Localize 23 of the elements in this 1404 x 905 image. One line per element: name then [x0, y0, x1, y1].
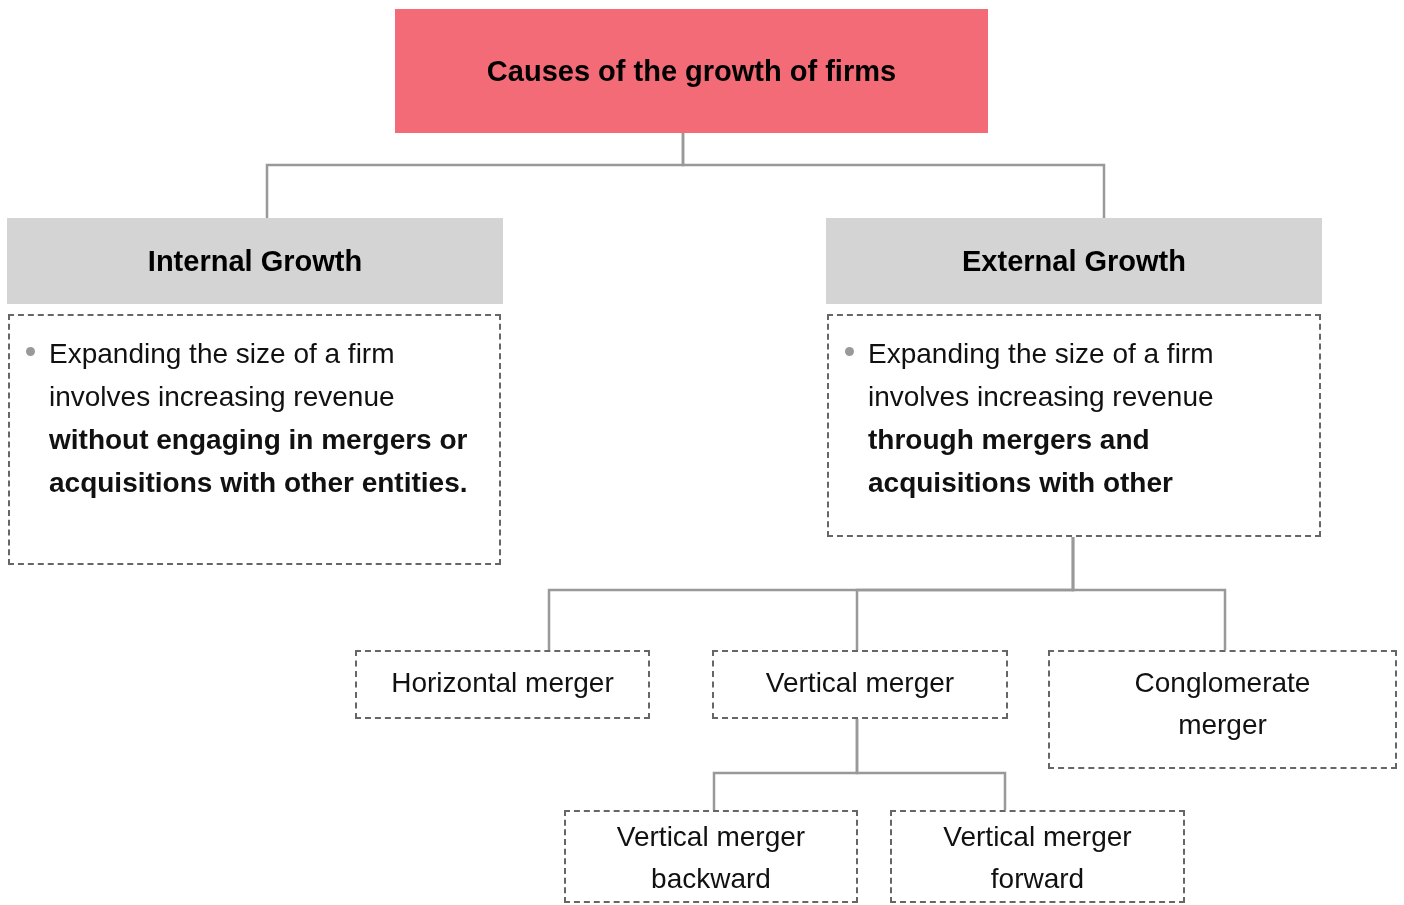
- connector-line: [855, 719, 1007, 810]
- merger-type-box: [890, 810, 1185, 903]
- node-label: Conglomerate merger: [1133, 666, 1312, 742]
- node-label: Horizontal merger: [391, 666, 614, 700]
- connector-line: [1071, 537, 1227, 650]
- bullet-text: Expanding the size of a firm involves increasing revenue through mergers and acquisitions with other: [868, 337, 1215, 500]
- description-box: [827, 314, 1321, 537]
- merger-type-box: [564, 810, 858, 903]
- connector-line: [681, 133, 1106, 218]
- node-label: Internal Growth: [147, 244, 363, 278]
- node-label: Vertical merger backward: [615, 820, 807, 896]
- node-label: Vertical merger forward: [942, 820, 1133, 896]
- node-label: Causes of the growth of firms: [486, 54, 897, 88]
- node-label: External Growth: [962, 244, 1186, 278]
- merger-type-box: [355, 650, 650, 719]
- heading-box: [7, 218, 503, 304]
- bullet-text: Expanding the size of a firm involves increasing revenue without engaging in mergers or acquisitions with other entities.: [49, 337, 469, 500]
- merger-type-box: [712, 650, 1008, 719]
- heading-box: [826, 218, 1322, 304]
- description-box: [8, 314, 501, 565]
- merger-type-box: [1048, 650, 1397, 769]
- node-label: Vertical merger: [765, 666, 955, 700]
- title-box: [395, 9, 988, 133]
